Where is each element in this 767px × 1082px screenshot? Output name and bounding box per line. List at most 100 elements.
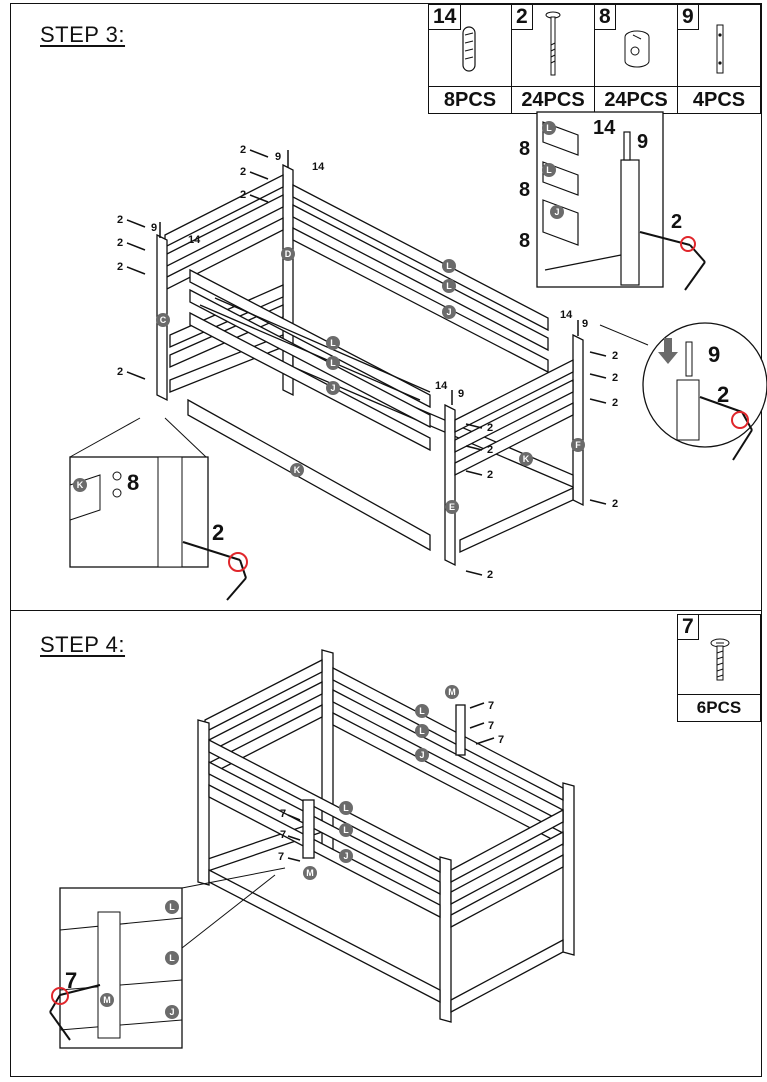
svg-text:D: D: [285, 249, 292, 259]
connector-pin-icon: [716, 24, 724, 74]
label-l-front-1: L: [326, 336, 340, 350]
part-number: 8: [595, 5, 616, 30]
part-number: 7: [678, 615, 699, 640]
svg-text:2: 2: [717, 382, 729, 407]
svg-text:14: 14: [188, 234, 201, 246]
step-3-callouts: 2 2 2 2 2 2 2 2 2 2 2 2 2 2 2 9 9 9 9 14: [117, 144, 618, 581]
step-3-title: STEP 3:: [40, 22, 126, 47]
label-c: C: [156, 313, 170, 327]
step-3-detail-inset-top: L L J 8 8 8 14 9 2: [519, 111, 706, 291]
post-d: [282, 163, 294, 397]
part-number: 2: [512, 5, 533, 30]
rail-back-l1: [292, 183, 549, 332]
svg-text:2: 2: [487, 422, 493, 434]
svg-text:J: J: [169, 1007, 174, 1017]
label-f: F: [571, 438, 585, 452]
svg-text:8: 8: [519, 138, 530, 160]
svg-text:7: 7: [280, 829, 286, 841]
svg-text:2: 2: [612, 397, 618, 409]
label-l-front-2: L: [326, 356, 340, 370]
svg-text:2: 2: [240, 189, 246, 201]
svg-text:2: 2: [117, 214, 123, 226]
part-quantity: 8PCS: [428, 86, 512, 114]
svg-text:9: 9: [708, 342, 720, 367]
page-border: [10, 3, 762, 1077]
hex-key-icon: [731, 411, 749, 429]
label-k: K: [290, 463, 304, 477]
down-arrow-icon: [658, 338, 678, 364]
label-j-back: J: [442, 305, 456, 319]
hex-key-icon: [51, 987, 69, 1005]
svg-text:7: 7: [488, 720, 494, 732]
svg-text:9: 9: [275, 151, 281, 163]
step-4-parts-table: 7 6PCS: [677, 614, 761, 722]
svg-text:K: K: [523, 454, 530, 464]
long-bolt-icon: [545, 11, 561, 76]
svg-text:2: 2: [240, 144, 246, 156]
rail-k: [187, 398, 431, 552]
svg-text:2: 2: [671, 211, 682, 233]
label-l-back-2: L: [442, 279, 456, 293]
step-divider: [10, 610, 762, 611]
step-3-detail-circle: 9 2: [599, 322, 767, 461]
part-number: 14: [429, 5, 462, 30]
step-3-frame: [156, 163, 584, 567]
svg-text:9: 9: [582, 318, 588, 330]
svg-text:L: L: [446, 281, 452, 291]
part-number: 9: [678, 5, 699, 30]
step-3-detail-inset-bottom: K 8 2: [69, 417, 248, 601]
svg-text:2: 2: [487, 569, 493, 581]
part-quantity: 24PCS: [594, 86, 678, 114]
svg-text:9: 9: [458, 388, 464, 400]
svg-text:L: L: [343, 825, 349, 835]
svg-text:14: 14: [312, 161, 325, 173]
svg-text:8: 8: [519, 230, 530, 252]
svg-text:K: K: [77, 480, 84, 490]
screw-icon: [710, 638, 730, 681]
part-quantity: 4PCS: [677, 86, 761, 114]
step-4-detail-inset: L L J M 7: [49, 867, 286, 1049]
step-4-title: STEP 4:: [40, 632, 126, 657]
svg-text:2: 2: [117, 261, 123, 273]
step-4-frame: [197, 649, 575, 1023]
svg-text:7: 7: [278, 851, 284, 863]
svg-text:L: L: [330, 338, 336, 348]
svg-text:L: L: [169, 953, 175, 963]
svg-text:L: L: [446, 261, 452, 271]
label-d: D: [281, 247, 295, 261]
svg-text:L: L: [330, 358, 336, 368]
part-quantity: 6PCS: [677, 694, 761, 722]
svg-text:2: 2: [212, 520, 224, 545]
hex-key-icon: [680, 236, 696, 252]
svg-text:J: J: [446, 307, 451, 317]
svg-text:2: 2: [487, 469, 493, 481]
svg-text:2: 2: [117, 366, 123, 378]
svg-text:14: 14: [435, 380, 448, 392]
rail-back-l2: [292, 203, 549, 352]
svg-text:8: 8: [519, 179, 530, 201]
svg-text:L: L: [343, 803, 349, 813]
svg-text:K: K: [294, 465, 301, 475]
label-j-front: J: [326, 381, 340, 395]
svg-text:M: M: [103, 995, 111, 1005]
svg-text:2: 2: [612, 350, 618, 362]
post-f: [572, 333, 584, 507]
svg-text:9: 9: [637, 131, 648, 153]
part-7-cell: 7: [677, 614, 761, 695]
svg-text:2: 2: [612, 498, 618, 510]
label-e: E: [445, 500, 459, 514]
svg-text:F: F: [575, 440, 581, 450]
svg-text:L: L: [546, 165, 552, 175]
svg-text:M: M: [448, 687, 456, 697]
post-e: [444, 403, 456, 567]
svg-text:14: 14: [560, 309, 573, 321]
svg-text:J: J: [419, 750, 424, 760]
wooden-dowel-icon: [462, 26, 476, 72]
svg-text:J: J: [343, 851, 348, 861]
step-3-panel-labels: C D E F L L J L L J K K: [156, 247, 585, 514]
step-4-panel-labels: L L J L L J M M: [303, 685, 459, 880]
svg-text:7: 7: [280, 808, 286, 820]
svg-text:7: 7: [488, 700, 494, 712]
svg-text:7: 7: [65, 968, 77, 993]
svg-text:M: M: [306, 868, 314, 878]
